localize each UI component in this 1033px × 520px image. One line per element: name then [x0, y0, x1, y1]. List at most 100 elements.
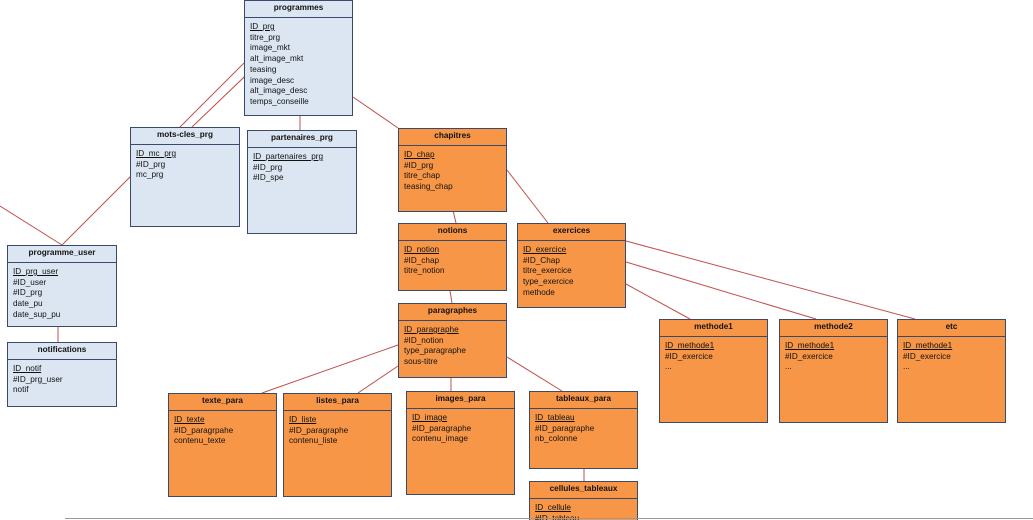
entity-field: contenu_image [412, 434, 468, 444]
entity-field: #ID_tableau [535, 513, 580, 520]
entity-field: #ID_prg [253, 162, 283, 172]
primary-key-field: ID_exercice [523, 245, 567, 254]
primary-key-field: ID_methode1 [785, 341, 835, 350]
entity-field: ... [785, 362, 792, 372]
entity-field: #ID_paragrpahe [174, 425, 234, 435]
entity-fields: ID_cellule#ID_tableau [530, 499, 637, 520]
entity-field: methode [523, 287, 555, 297]
entity-field: #ID_prg [136, 159, 166, 169]
entity-field: contenu_liste [289, 436, 338, 446]
entity-title: programme_user [8, 246, 116, 263]
entity-title: programmes [245, 1, 352, 18]
primary-key-field: ID_methode1 [903, 341, 953, 350]
primary-key-field: ID_prg_user [13, 267, 59, 276]
relation-line-offscreen-0 [0, 205, 63, 246]
entity-field: type_paragraphe [404, 346, 466, 356]
entity-field: date_pu [13, 299, 43, 309]
entity-title: cellules_tableaux [530, 482, 637, 499]
entity-field: alt_image_desc [250, 86, 308, 96]
entity-field: titre_chap [404, 171, 440, 181]
primary-key-field: ID_chap [404, 150, 435, 159]
primary-key-field: ID_image [412, 413, 448, 422]
entity-field: date_sup_pu [13, 309, 61, 319]
primary-key-field: ID_texte [174, 415, 205, 424]
entity-field: #ID_exercice [665, 351, 713, 361]
entity-fields: ID_partenaires_prg#ID_prg#ID_spe [248, 148, 356, 184]
entity-fields: ID_methode1#ID_exercice... [660, 337, 767, 373]
entity-field: sous-titre [404, 357, 438, 367]
entity-field: image_desc [250, 75, 295, 85]
primary-key-field: ID_paragraphe [404, 325, 459, 334]
relation-line-paragraphes-to-texte-para [261, 344, 399, 394]
entity-field: titre_notion [404, 266, 445, 276]
entity-field: #ID_prg [13, 288, 43, 298]
entity-field: #ID_paragraphe [535, 423, 595, 433]
entity-title: methode2 [780, 320, 887, 337]
relation-line-paragraphes-to-tableaux-para [506, 356, 563, 392]
entity-title: texte_para [169, 394, 276, 411]
entity-fields: ID_methode1#ID_exercice... [780, 337, 887, 373]
relation-line-exercices-to-etc [625, 240, 916, 320]
primary-key-field: ID_methode1 [665, 341, 715, 350]
entity-field: titre_prg [250, 32, 281, 42]
primary-key-field: ID_notif [13, 364, 42, 373]
entity-field: titre_exercice [523, 266, 572, 276]
entity-title: chapitres [399, 129, 506, 146]
entity-title: mots-cles_prg [131, 128, 239, 145]
entity-title: tableaux_para [530, 392, 637, 409]
entity-field: nb_colonne [535, 434, 578, 444]
entity-title: listes_para [284, 394, 391, 411]
primary-key-field: ID_mc_prg [136, 149, 177, 158]
entity-field: type_exercice [523, 277, 574, 287]
primary-key-field: ID_prg [250, 22, 275, 31]
relation-line-exercices-to-methode1 [625, 283, 691, 320]
entity-field: #ID_prg [404, 160, 434, 170]
relation-line-programmes-to-chapitres [352, 96, 399, 129]
entity-field: #ID_notion [404, 335, 444, 345]
primary-key-field: ID_partenaires_prg [253, 152, 324, 161]
entity-title: etc [898, 320, 1005, 337]
entity-field: #ID_paragraphe [289, 425, 349, 435]
entity-title: notifications [8, 343, 116, 360]
entity-field: image_mkt [250, 43, 291, 53]
entity-title: methode1 [660, 320, 767, 337]
entity-fields: ID_methode1#ID_exercice... [898, 337, 1005, 373]
relation-line-paragraphes-to-listes-para [357, 365, 399, 394]
entity-field: #ID_exercice [903, 351, 951, 361]
relation-line-exercices-to-methode2 [625, 261, 817, 320]
primary-key-field: ID_liste [289, 415, 317, 424]
entity-title: exercices [518, 224, 625, 241]
entity-field: ... [903, 362, 910, 372]
entity-title: paragraphes [399, 304, 506, 321]
entity-field: #ID_paragraphe [412, 423, 472, 433]
entity-field: mc_prg [136, 170, 164, 180]
entity-field: notif [13, 385, 29, 395]
